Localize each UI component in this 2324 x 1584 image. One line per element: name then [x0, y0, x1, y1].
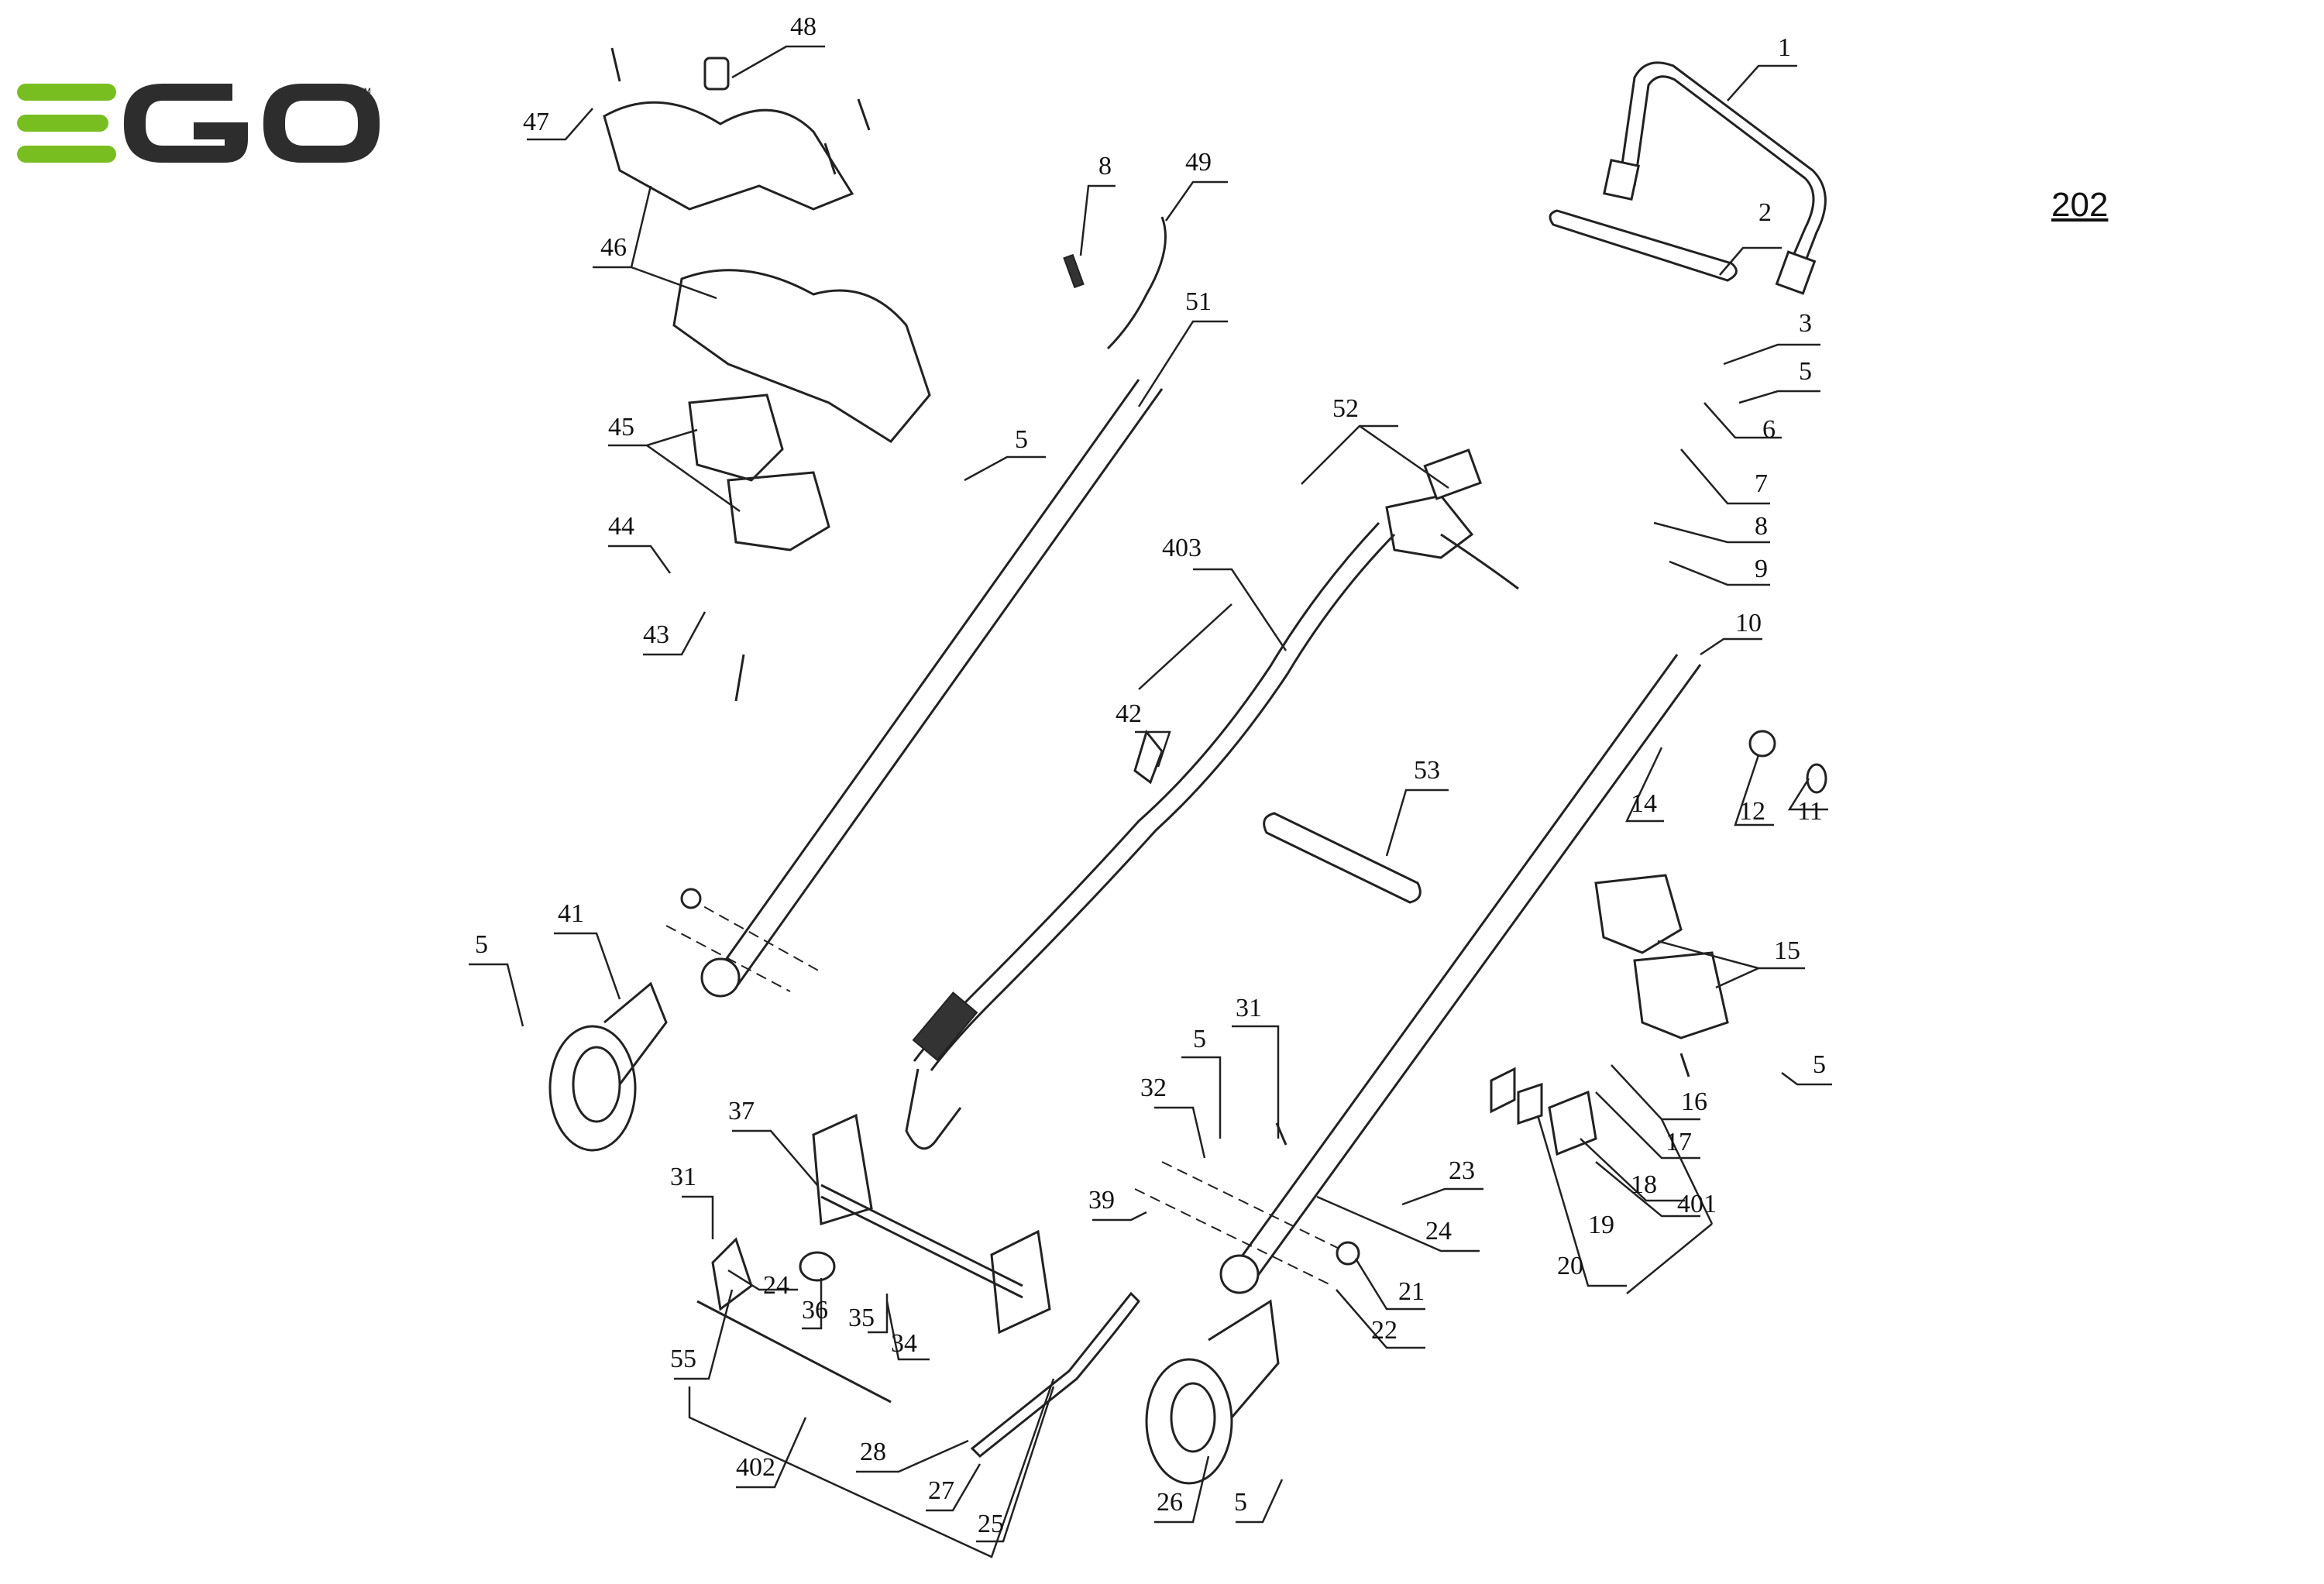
cable-clip — [1133, 729, 1164, 785]
callout-53: 53 — [1414, 756, 1440, 785]
trademark-symbol: ™ — [358, 85, 372, 101]
callout-27: 27 — [928, 1476, 954, 1505]
callout-8: 8 — [1755, 512, 1768, 541]
callout-42: 42 — [1116, 699, 1142, 728]
height-lever — [970, 1291, 1140, 1459]
callout-5: 5 — [1193, 1025, 1206, 1053]
callout-14: 14 — [1631, 789, 1657, 818]
callout-5: 5 — [1234, 1488, 1247, 1517]
cable-rod — [913, 521, 1380, 1062]
callout-28: 28 — [860, 1438, 886, 1466]
callout-31: 31 — [1236, 994, 1262, 1022]
callout-401: 401 — [1677, 1190, 1717, 1218]
callout-2: 2 — [1758, 198, 1772, 227]
callout-25: 25 — [978, 1510, 1004, 1538]
left-gear-housing-a — [688, 393, 784, 482]
callout-labels: 1 2 3 5 6 7 8 9 10 11 12 14 15 5 16 17 1… — [475, 12, 1826, 1538]
callout-46: 46 — [600, 233, 627, 262]
handle-bail — [1618, 61, 1827, 287]
callout-36: 36 — [802, 1296, 828, 1325]
callout-10: 10 — [1735, 609, 1762, 637]
callout-32: 32 — [1140, 1074, 1167, 1102]
callout-403: 403 — [1162, 534, 1202, 562]
callout-5: 5 — [1015, 425, 1028, 454]
callout-1: 1 — [1778, 33, 1791, 62]
callout-12: 12 — [1739, 797, 1765, 826]
callout-44: 44 — [608, 512, 634, 541]
callout-31: 31 — [670, 1163, 696, 1191]
callout-24: 24 — [763, 1271, 789, 1300]
leader-lines — [469, 45, 1832, 1558]
right-gear-housing-a — [1594, 874, 1683, 954]
callout-9: 9 — [1755, 555, 1768, 583]
callout-15: 15 — [1774, 936, 1800, 965]
right-handle-tube — [1219, 654, 1702, 1294]
upper-cap — [703, 57, 730, 91]
callout-41: 41 — [558, 899, 584, 928]
callout-22: 22 — [1371, 1316, 1397, 1345]
ring-clip — [1806, 763, 1827, 794]
cap-nut — [1748, 730, 1776, 758]
bail-cable — [1549, 209, 1738, 282]
callout-24: 24 — [1425, 1217, 1452, 1246]
switch-box — [1385, 494, 1474, 559]
callout-16: 16 — [1681, 1087, 1707, 1116]
left-rear-wheel — [548, 981, 668, 1152]
callout-47: 47 — [523, 108, 549, 136]
axle-tube — [1263, 812, 1422, 904]
callout-18: 18 — [1631, 1170, 1657, 1199]
callout-3: 3 — [1799, 309, 1812, 338]
callout-37: 37 — [728, 1097, 755, 1125]
callout-6: 6 — [1762, 415, 1776, 444]
left-handle-tube — [700, 379, 1164, 998]
callout-49: 49 — [1185, 148, 1212, 177]
callout-402: 402 — [736, 1453, 775, 1482]
callout-19: 19 — [1588, 1211, 1614, 1239]
callout-11: 11 — [1797, 797, 1823, 826]
ego-logo: ™ — [17, 84, 380, 163]
callout-48: 48 — [790, 12, 816, 41]
callout-21: 21 — [1398, 1277, 1425, 1306]
trigger-plate — [1490, 1067, 1516, 1114]
callout-8: 8 — [1098, 152, 1112, 180]
upper-housing — [603, 101, 854, 211]
cable-clamp — [1106, 216, 1167, 350]
callout-26: 26 — [1157, 1488, 1183, 1517]
height-adjust-bracket — [812, 1113, 873, 1225]
callout-17: 17 — [1666, 1128, 1692, 1156]
callout-45: 45 — [608, 413, 634, 442]
callout-51: 51 — [1185, 287, 1212, 316]
callout-23: 23 — [1449, 1156, 1475, 1185]
knob — [799, 1251, 836, 1282]
callout-20: 20 — [1557, 1252, 1583, 1280]
callout-52: 52 — [1332, 394, 1359, 423]
right-rear-wheel — [1145, 1299, 1280, 1485]
callout-5: 5 — [1813, 1050, 1826, 1079]
callout-7: 7 — [1755, 469, 1768, 498]
callout-43: 43 — [643, 620, 669, 649]
callout-39: 39 — [1088, 1186, 1115, 1215]
left-gear-housing-b — [727, 471, 830, 551]
right-gear-housing-b — [1633, 951, 1729, 1039]
callout-5: 5 — [475, 930, 488, 959]
callout-35: 35 — [848, 1304, 875, 1332]
callout-34: 34 — [891, 1329, 917, 1358]
adjust-rod — [696, 1300, 892, 1404]
callout-5: 5 — [1799, 357, 1812, 386]
callout-55: 55 — [670, 1345, 696, 1373]
page-number: 202 — [2051, 186, 2109, 224]
